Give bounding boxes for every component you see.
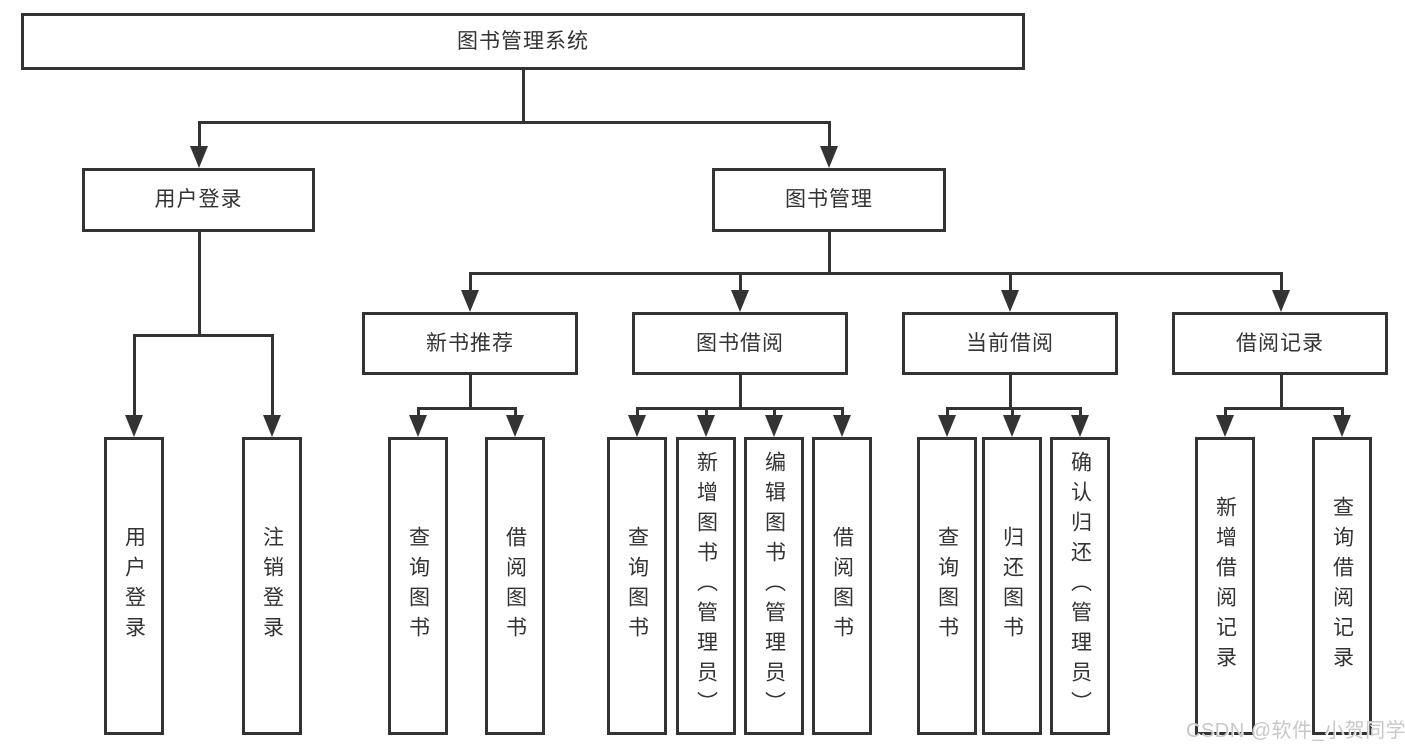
arrowhead [1216,415,1234,437]
node-current-borrowing: 当前借阅 [902,312,1118,375]
connector-rail-borrow-records [1224,407,1343,410]
connector-drop [1224,407,1227,418]
arrowhead [263,415,281,437]
connector-stem-borrow-records [1280,375,1283,409]
arrowhead [506,415,524,437]
node-add-borrow-record: 新增借阅记录 [1195,437,1255,735]
arrowhead [731,290,749,312]
connector-drop [133,334,136,417]
connector-drop [271,334,274,417]
node-query-books-borrow: 查询图书 [607,437,667,735]
connector-stem-book-borrow [739,375,742,409]
connector-rail-level3 [469,272,1282,275]
node-query-books-recommend: 查询图书 [388,437,448,735]
arrowhead [461,290,479,312]
connector-stem-new-book [469,375,472,409]
arrowhead [125,415,143,437]
connector-drop [1079,407,1082,418]
csdn-watermark: CSDN @软件_小贺同学 [1186,720,1405,742]
connector-drop [739,272,742,292]
connector-drop [828,121,831,148]
connector-drop [198,121,201,148]
arrowhead [190,146,208,168]
connector-rail-new-book [417,407,516,410]
node-user-login: 用户登录 [82,168,315,232]
arrowhead [938,415,956,437]
arrowhead [697,415,715,437]
node-borrow-books-action: 借阅图书 [812,437,872,735]
node-borrowing-records: 借阅记录 [1172,312,1388,375]
connector-drop [705,407,708,418]
arrowhead [1272,290,1290,312]
connector-drop [1011,407,1014,418]
arrowhead [1333,415,1351,437]
connector-rail-level2 [198,121,830,124]
connector-rail-book-borrow [636,407,843,410]
arrowhead [1003,415,1021,437]
node-add-book-admin: 新增图书（管理员） [676,437,736,735]
connector-drop [1009,272,1012,292]
arrowhead [1001,290,1019,312]
connector-drop [1280,272,1283,292]
node-confirm-return-admin: 确认归还（管理员） [1050,437,1110,735]
connector-stem-book-management [828,232,831,274]
arrowhead [409,415,427,437]
node-query-books-current: 查询图书 [917,437,977,735]
connector-stem-current-borrow [1009,375,1012,409]
arrowhead [765,415,783,437]
connector-stem-user-login [198,232,201,336]
connector-drop [514,407,517,418]
connector-drop [773,407,776,418]
connector-drop [469,272,472,292]
connector-drop [946,407,949,418]
connector-drop [841,407,844,418]
arrowhead [820,146,838,168]
node-user-login-action: 用户登录 [104,437,164,735]
node-library-management-system: 图书管理系统 [21,13,1025,70]
arrowhead [833,415,851,437]
connector-drop [636,407,639,418]
node-new-book-recommendation: 新书推荐 [362,312,578,375]
connector-drop [1341,407,1344,418]
node-edit-book-admin: 编辑图书（管理员） [744,437,804,735]
node-book-borrowing: 图书借阅 [632,312,848,375]
arrowhead [1071,415,1089,437]
node-borrow-books-recommend: 借阅图书 [485,437,545,735]
node-return-book: 归还图书 [982,437,1042,735]
node-logout-action: 注销登录 [242,437,302,735]
connector-rail-user-login [133,334,273,337]
arrowhead [628,415,646,437]
node-query-borrow-record: 查询借阅记录 [1312,437,1372,735]
node-book-management: 图书管理 [712,168,946,232]
connector-drop [417,407,420,418]
connector-stem-root [522,70,525,123]
